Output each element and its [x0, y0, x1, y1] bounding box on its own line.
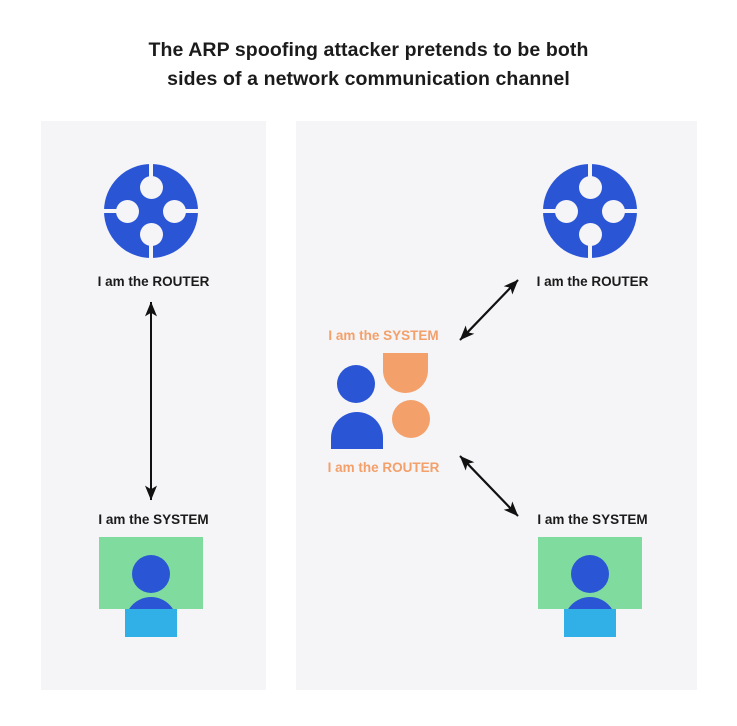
router-port-west: [116, 199, 139, 223]
router-spoke-east: [621, 209, 649, 213]
attacker-orange-head: [392, 400, 430, 438]
attacker-blue-body: [331, 412, 383, 449]
router-spoke-north: [149, 152, 153, 180]
system-icon-left: [99, 537, 203, 637]
router-spoke-south: [588, 242, 592, 270]
router-spoke-east: [182, 209, 210, 213]
user-shoulders-lower: [125, 609, 177, 637]
page-title-line-1: The ARP spoofing attacker pretends to be…: [148, 39, 589, 61]
router-port-east: [163, 199, 186, 223]
attacker-icon: [331, 353, 431, 453]
router-port-east: [602, 199, 625, 223]
router-port-south: [139, 223, 163, 246]
router-port-west: [555, 199, 578, 223]
left-bidirectional-arrow: [144, 301, 158, 501]
attacker-blue-head: [337, 365, 375, 403]
router-icon-left: [92, 152, 210, 270]
page-title: The ARP spoofing attacker pretends to be…: [0, 36, 737, 94]
attacker-label-system: I am the SYSTEM: [328, 328, 439, 343]
attacker-orange-body: [383, 353, 428, 393]
router-spoke-west: [531, 209, 559, 213]
router-port-north: [578, 176, 602, 199]
arrow-shaft-down-left: [459, 283, 515, 341]
system-icon-right: [538, 537, 642, 637]
router-port-south: [578, 223, 602, 246]
right-router-label: I am the ROUTER: [536, 274, 649, 289]
user-head: [132, 555, 170, 593]
user-shoulders-lower: [564, 609, 616, 637]
left-system-label: I am the SYSTEM: [98, 512, 209, 527]
router-spoke-west: [92, 209, 120, 213]
attacker-label-router: I am the ROUTER: [327, 460, 440, 475]
router-spoke-north: [588, 152, 592, 180]
router-spoke-south: [149, 242, 153, 270]
right-top-bidirectional-arrow: [459, 279, 519, 341]
router-port-north: [139, 176, 163, 199]
arrow-shaft-up-left: [459, 455, 515, 513]
right-system-label: I am the SYSTEM: [537, 512, 648, 527]
user-head: [571, 555, 609, 593]
left-router-label: I am the ROUTER: [97, 274, 210, 289]
right-bottom-bidirectional-arrow: [459, 455, 519, 517]
page-title-line-2: sides of a network communication channel: [167, 68, 570, 90]
router-icon-right: [531, 152, 649, 270]
